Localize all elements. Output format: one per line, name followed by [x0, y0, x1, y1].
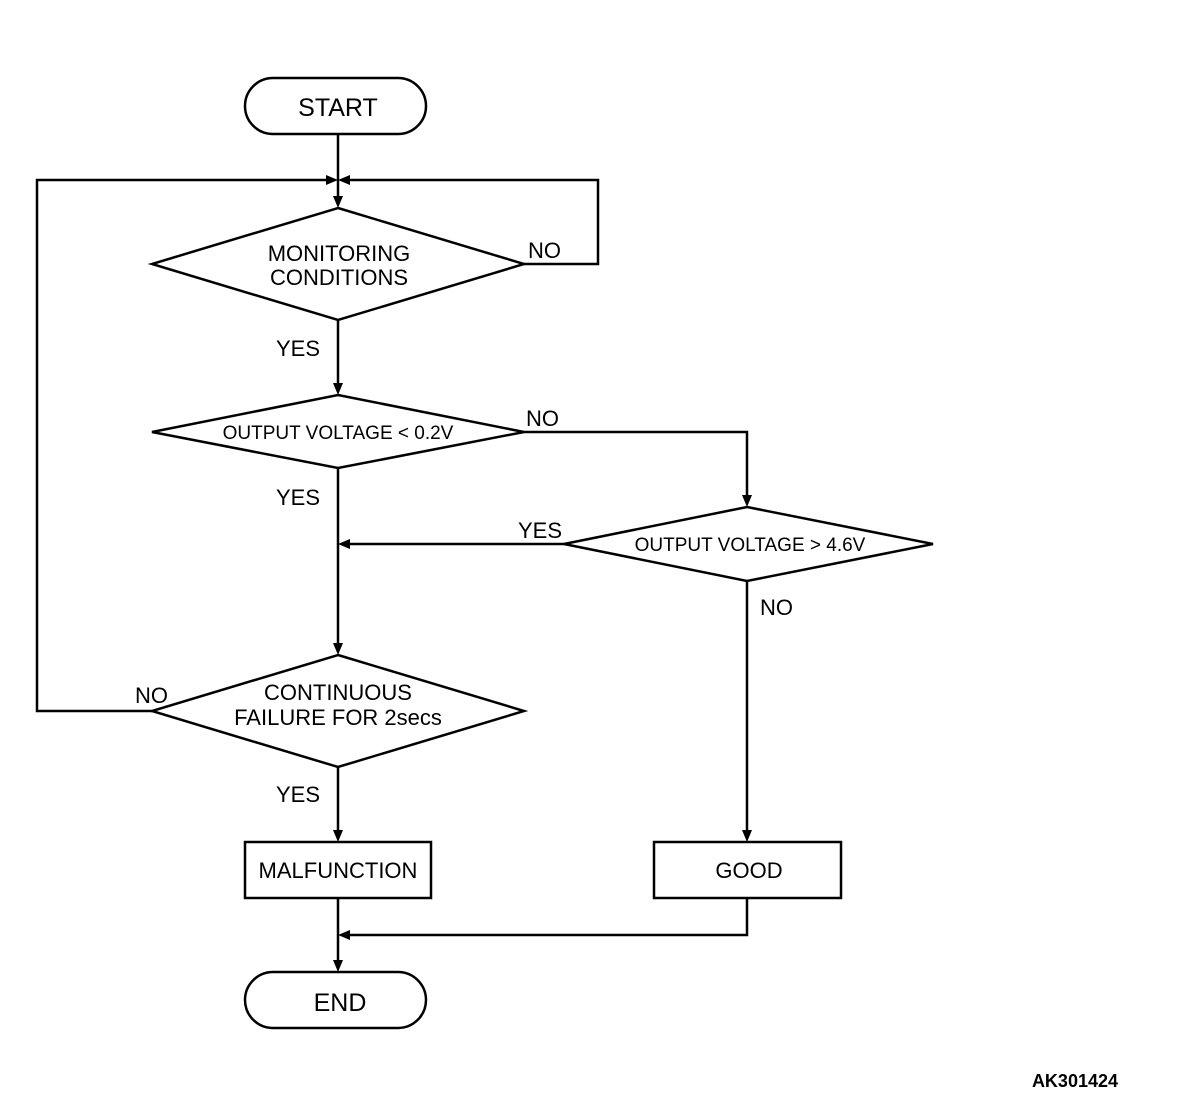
malfunction-process: MALFUNCTION: [243, 840, 433, 900]
continuous-failure-decision: CONTINUOUS FAILURE FOR 2secs: [147, 653, 529, 769]
high-voltage-decision: OUTPUT VOLTAGE > 4.6V: [563, 505, 934, 583]
edge-continuous-no-loop: [35, 178, 328, 713]
high-voltage-yes-label: YES: [518, 518, 562, 543]
low-voltage-no-label: NO: [526, 406, 559, 431]
arrowhead-continuous: [333, 643, 343, 655]
edge-low-voltage-no: [524, 430, 749, 498]
continuous-yes-label: YES: [276, 782, 320, 807]
malfunction-label: MALFUNCTION: [259, 858, 418, 883]
good-process: GOOD: [652, 840, 843, 900]
monitoring-label-line1: MONITORING: [268, 241, 411, 266]
figure-id: AK301424: [1032, 1071, 1118, 1091]
edge-monitoring-no-loop: [348, 178, 600, 266]
monitoring-conditions-decision: MONITORING CONDITIONS: [147, 206, 529, 322]
start-label: START: [298, 94, 378, 122]
arrowhead-merge-good: [338, 930, 350, 940]
arrowhead-high-voltage: [742, 495, 752, 507]
monitoring-yes-label: YES: [276, 336, 320, 361]
arrowhead-monitoring: [333, 196, 343, 208]
good-label: GOOD: [715, 858, 782, 883]
arrowhead-malfunction: [333, 830, 343, 842]
monitoring-label-line2: CONDITIONS: [270, 265, 408, 290]
low-voltage-decision: OUTPUT VOLTAGE < 0.2V: [151, 393, 525, 470]
monitoring-no-label: NO: [528, 238, 561, 263]
high-voltage-no-label: NO: [760, 595, 793, 620]
continuous-label-line1: CONTINUOUS: [264, 680, 412, 705]
arrowhead-low-voltage: [333, 383, 343, 395]
low-voltage-yes-label: YES: [276, 485, 320, 510]
connectors: [35, 134, 752, 972]
arrowhead-good: [742, 830, 752, 842]
end-node: END: [243, 970, 428, 1030]
continuous-no-label: NO: [135, 683, 168, 708]
edge-good-to-end: [348, 898, 749, 937]
arrowhead-loop-right: [338, 175, 350, 185]
high-voltage-label: OUTPUT VOLTAGE > 4.6V: [635, 535, 866, 556]
start-node: START: [243, 76, 428, 136]
low-voltage-label: OUTPUT VOLTAGE < 0.2V: [223, 423, 454, 444]
continuous-label-line2: FAILURE FOR 2secs: [234, 705, 442, 730]
end-label: END: [314, 989, 367, 1017]
edge-labels: NO YES NO YES YES NO NO YES: [135, 238, 793, 807]
arrowhead-merge-yes: [338, 539, 350, 549]
arrowhead-end: [333, 960, 343, 972]
arrowhead-loop-left: [326, 175, 338, 185]
